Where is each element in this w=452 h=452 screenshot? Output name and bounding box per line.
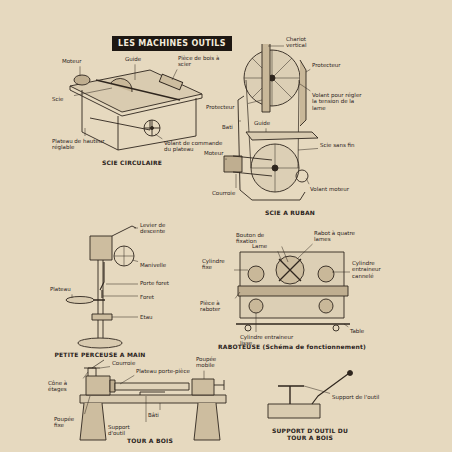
- leader-line: [160, 403, 161, 410]
- part-label: Lame: [252, 243, 277, 249]
- part-label: Porte foret: [140, 280, 190, 286]
- part-label: Support d'outil: [108, 424, 148, 437]
- leader-line: [300, 84, 310, 91]
- part-label: Plateau porte-pièce: [136, 368, 191, 374]
- leader-line: [266, 128, 267, 132]
- part-label: Levier de descente: [140, 222, 190, 235]
- leader-line: [240, 120, 241, 122]
- leader-line: [155, 134, 162, 139]
- part-label: Bâti: [148, 412, 173, 418]
- leader-line: [204, 371, 205, 379]
- leader-line: [120, 375, 134, 384]
- machine-caption: SCIE A RUBAN: [265, 210, 315, 217]
- part-label: Foret: [140, 294, 180, 300]
- machine-caption: SUPPORT D'OUTIL DU TOUR A BOIS: [265, 428, 355, 442]
- machine-caption: RABOTEUSE (Schéma de fonctionnement): [218, 344, 366, 351]
- leader-line: [85, 128, 86, 136]
- leader-line: [304, 386, 330, 393]
- part-label: Pièce à raboter: [200, 300, 234, 313]
- leader-line: [146, 396, 147, 422]
- part-label: Courroie: [112, 360, 147, 366]
- title-band: LES MACHINES OUTILS: [112, 36, 232, 51]
- machine-caption: TOUR A BOIS: [127, 438, 173, 445]
- part-label: Poupée mobile: [196, 356, 236, 369]
- leader-line: [112, 317, 138, 318]
- leader-line: [132, 260, 138, 262]
- leader-line: [298, 148, 318, 150]
- part-label: Etau: [140, 314, 180, 320]
- part-label: Pièce de bois à scier: [178, 55, 228, 68]
- machine-caption: PETITE PERCEUSE A MAIN: [54, 352, 145, 359]
- part-label: Chariot vertical: [286, 36, 326, 49]
- leader-line: [306, 69, 310, 72]
- part-label: Rabot à quatre lames: [314, 230, 364, 243]
- leader-line: [234, 270, 248, 271]
- part-label: Poupée fixe: [54, 416, 84, 429]
- leader-line: [135, 64, 136, 80]
- leader-line: [172, 69, 177, 80]
- leader-line: [268, 46, 284, 47]
- part-label: Plateau: [50, 286, 80, 292]
- leader-line: [134, 228, 138, 229]
- leader-line: [236, 174, 237, 188]
- part-label: Guide: [254, 120, 279, 126]
- machine-caption: SCIE CIRCULAIRE: [102, 160, 162, 167]
- part-label: Moteur: [204, 150, 234, 156]
- part-label: Scie sans fin: [320, 142, 365, 148]
- leader-line: [278, 251, 282, 262]
- part-label: Courroie: [212, 190, 242, 196]
- part-label: Scie: [52, 96, 72, 102]
- leader-line: [235, 292, 240, 298]
- part-label: Table: [350, 328, 380, 334]
- part-label: Bouton de fixation: [236, 232, 281, 245]
- part-label: Volant pour régler la tension de la lame: [312, 92, 367, 111]
- part-label: Support de l'outil: [332, 394, 382, 400]
- leader-line: [282, 246, 288, 262]
- part-label: Cône à étages: [48, 380, 82, 393]
- part-label: Protecteur: [312, 62, 352, 68]
- leader-line: [72, 294, 73, 298]
- part-label: Protecteur: [206, 104, 246, 110]
- part-label: Bati: [222, 124, 242, 130]
- leader-line: [306, 178, 309, 184]
- leader-line: [100, 367, 110, 368]
- part-label: Moteur: [62, 58, 92, 64]
- leader-line: [226, 158, 227, 160]
- part-label: Plateau de hauteur réglable: [52, 138, 107, 151]
- part-label: Guide: [125, 56, 155, 62]
- leader-line: [80, 66, 81, 76]
- leader-line: [344, 324, 348, 327]
- leader-line: [256, 313, 257, 332]
- leader-line: [85, 396, 90, 414]
- leader-line: [248, 100, 262, 104]
- leader-line: [332, 272, 350, 273]
- leader-line: [83, 372, 88, 378]
- leader-line: [106, 284, 138, 285]
- leader-line: [103, 296, 138, 297]
- part-label: Cylindre entraineur cannelé: [352, 260, 402, 279]
- part-label: Manivelle: [140, 262, 180, 268]
- leader-line: [298, 244, 313, 258]
- part-label: Cylindre fixe: [202, 258, 232, 271]
- part-label: Volant moteur: [310, 186, 355, 192]
- leader-line: [74, 88, 112, 96]
